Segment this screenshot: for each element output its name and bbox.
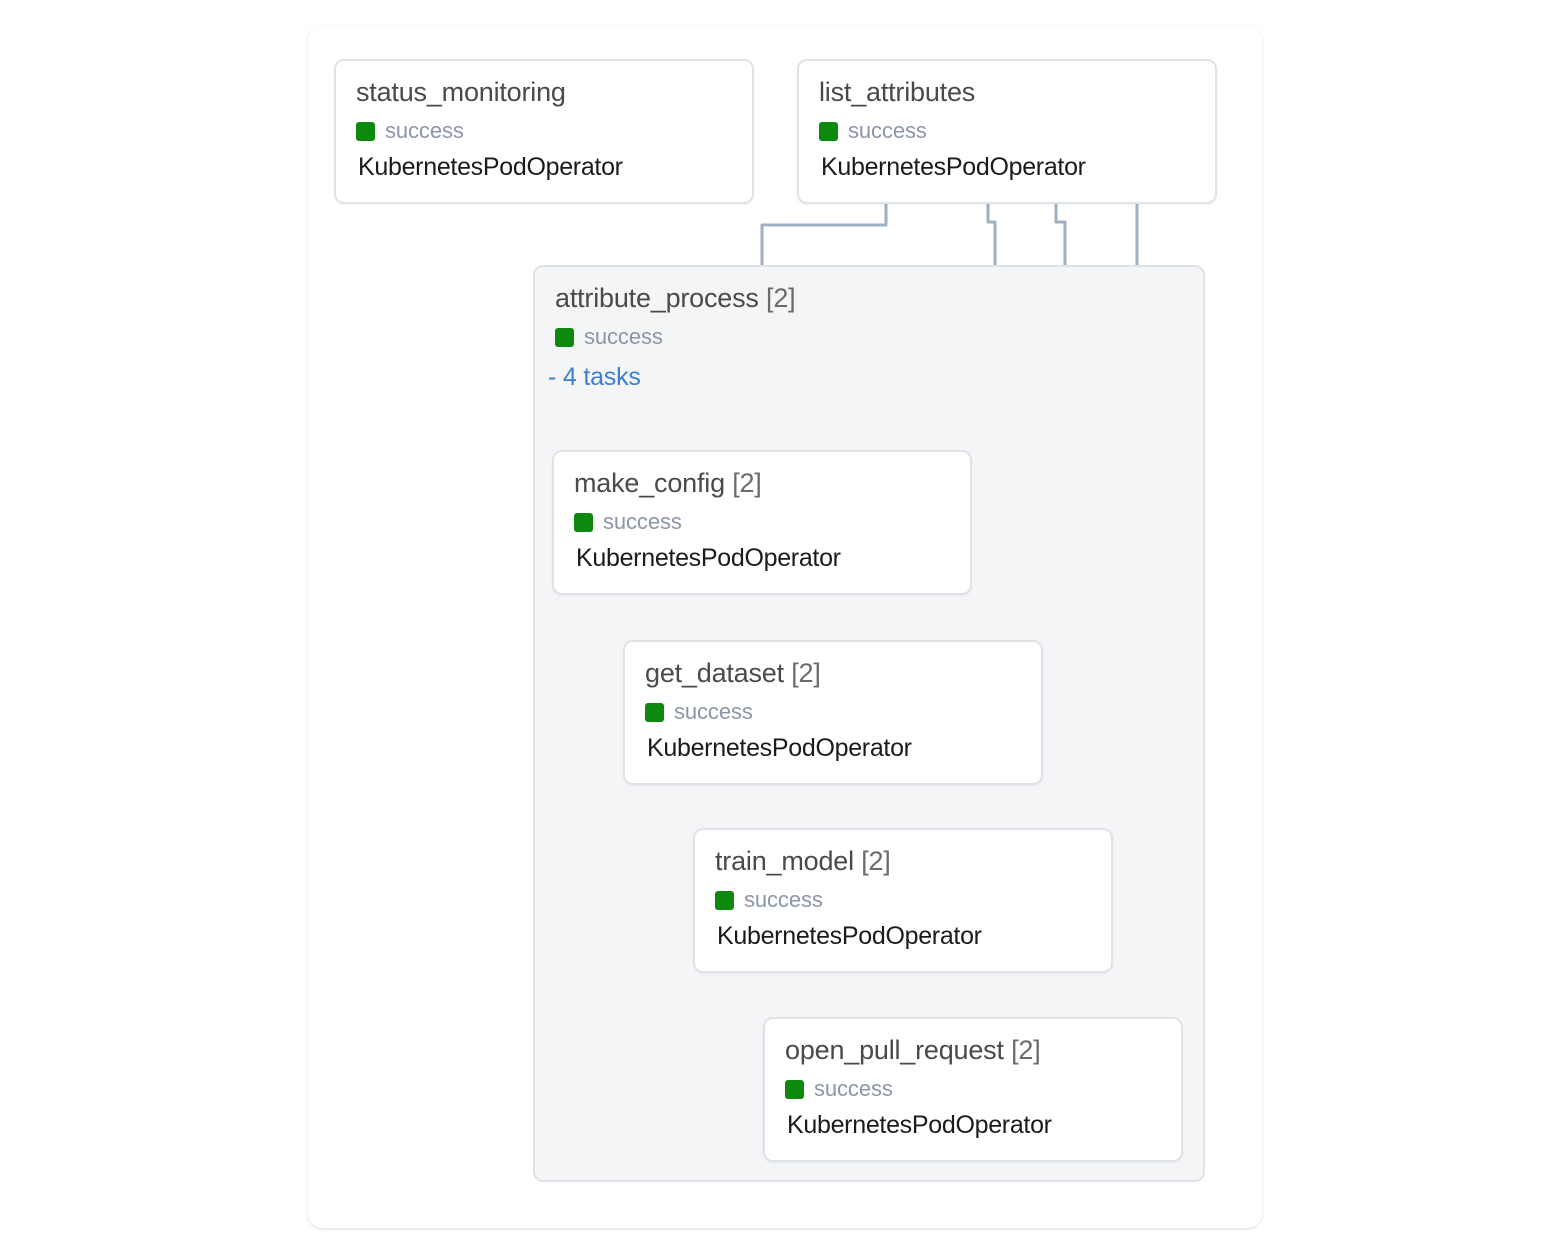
task-node-status-label: success: [848, 118, 927, 143]
task-group-title: attribute_process [2]: [555, 283, 796, 314]
task-node-status: success: [645, 699, 753, 725]
task-node-operator: KubernetesPodOperator: [358, 153, 623, 181]
task-node-open-pull-request[interactable]: open_pull_request [2] success Kubernetes…: [763, 1017, 1183, 1162]
task-node-title: get_dataset [2]: [645, 658, 821, 689]
task-node-status: success: [715, 887, 823, 913]
task-node-map-count: [2]: [724, 468, 762, 498]
task-node-title: train_model [2]: [715, 846, 891, 877]
task-node-title: status_monitoring: [356, 77, 566, 108]
task-group-expand-toggle[interactable]: - 4 tasks: [548, 363, 641, 391]
status-success-icon: [785, 1079, 804, 1099]
task-node-get-dataset[interactable]: get_dataset [2] success KubernetesPodOpe…: [623, 640, 1043, 785]
task-group-status: success: [555, 324, 663, 350]
task-node-operator: KubernetesPodOperator: [647, 734, 912, 762]
task-node-status: success: [819, 118, 927, 144]
task-node-operator: KubernetesPodOperator: [717, 922, 982, 950]
task-node-status-label: success: [814, 1076, 893, 1101]
task-group-title-text: attribute_process: [555, 283, 759, 313]
task-node-status-label: success: [385, 118, 464, 143]
task-group-map-count: [2]: [758, 283, 796, 313]
task-node-title-text: list_attributes: [819, 77, 976, 107]
dag-graph-canvas[interactable]: attribute_process [2] success - 4 tasks …: [308, 25, 1262, 1228]
task-group-status-label: success: [584, 324, 663, 349]
task-node-status-label: success: [674, 699, 753, 724]
task-node-status-monitoring[interactable]: status_monitoring success KubernetesPodO…: [334, 59, 754, 204]
status-success-icon: [356, 121, 375, 141]
task-node-status: success: [574, 509, 682, 535]
task-node-title-text: status_monitoring: [356, 77, 566, 107]
task-node-title: open_pull_request [2]: [785, 1035, 1041, 1066]
task-node-train-model[interactable]: train_model [2] success KubernetesPodOpe…: [693, 828, 1113, 973]
task-node-map-count: [2]: [783, 658, 821, 688]
task-node-title: make_config [2]: [574, 468, 762, 499]
status-success-icon: [645, 702, 664, 722]
status-success-icon: [574, 512, 593, 532]
task-node-operator: KubernetesPodOperator: [821, 153, 1086, 181]
task-node-title-text: train_model: [715, 846, 854, 876]
task-node-title-text: open_pull_request: [785, 1035, 1004, 1065]
status-success-icon: [555, 327, 574, 347]
status-success-icon: [819, 121, 838, 141]
task-node-title-text: make_config: [574, 468, 725, 498]
status-success-icon: [715, 890, 734, 910]
task-node-list-attributes[interactable]: list_attributes success KubernetesPodOpe…: [797, 59, 1217, 204]
task-node-status: success: [356, 118, 464, 144]
task-node-status-label: success: [744, 887, 823, 912]
task-node-status: success: [785, 1076, 893, 1102]
task-node-map-count: [2]: [1003, 1035, 1041, 1065]
task-node-title: list_attributes: [819, 77, 975, 108]
task-node-operator: KubernetesPodOperator: [576, 544, 841, 572]
task-node-status-label: success: [603, 509, 682, 534]
task-node-make-config[interactable]: make_config [2] success KubernetesPodOpe…: [552, 450, 972, 595]
task-node-map-count: [2]: [853, 846, 891, 876]
task-node-operator: KubernetesPodOperator: [787, 1111, 1052, 1139]
task-node-title-text: get_dataset: [645, 658, 784, 688]
